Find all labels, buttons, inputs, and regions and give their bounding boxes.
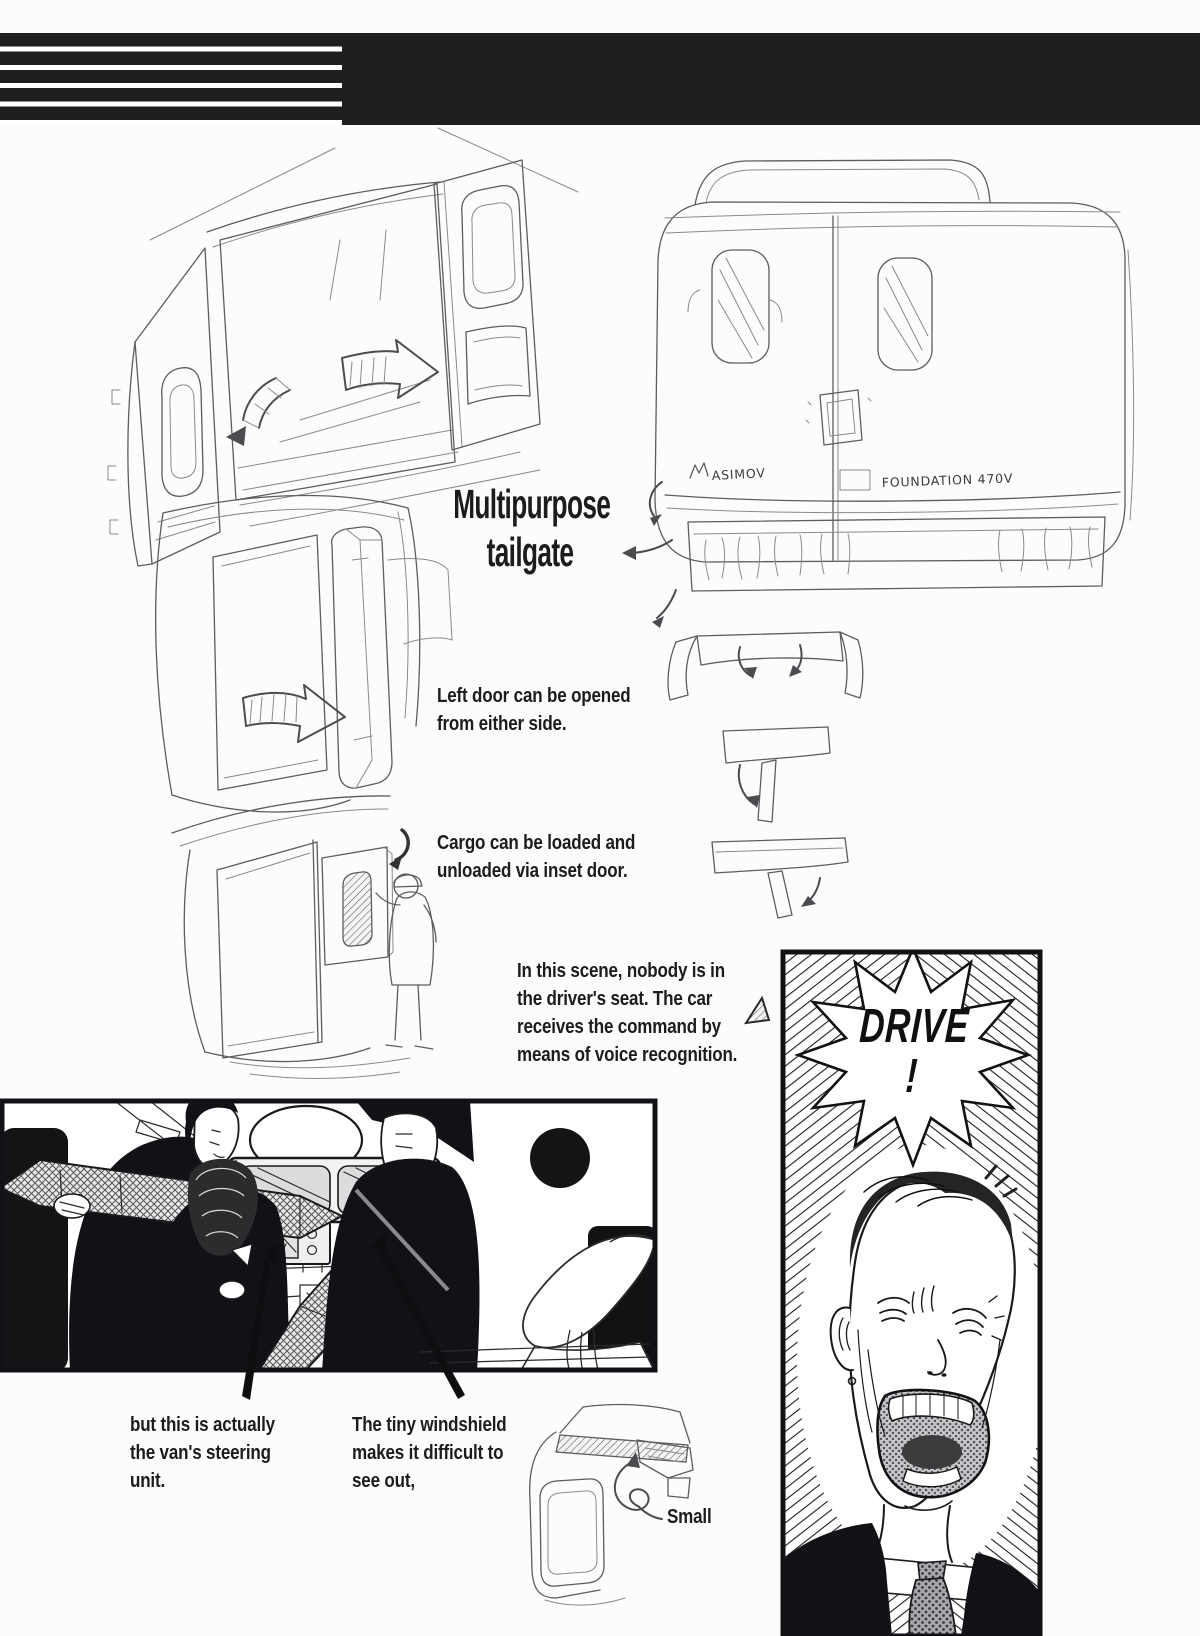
caption-small: Small bbox=[667, 1506, 712, 1528]
open-door-slab bbox=[330, 526, 393, 789]
leader-arrow-windshield bbox=[371, 1232, 387, 1257]
brand-logo-scribble bbox=[689, 462, 709, 479]
sketch-inset-door bbox=[171, 795, 437, 1079]
speech-drive: DRIVE ! bbox=[858, 1000, 971, 1103]
panel-border-left bbox=[0, 1098, 658, 1373]
swing-arrow-right bbox=[341, 339, 439, 399]
earring bbox=[847, 1376, 857, 1386]
sketch-bumper-studies bbox=[667, 631, 864, 919]
brand-text-right: FOUNDATION 470V bbox=[882, 470, 1014, 490]
figure-woman-white bbox=[520, 1128, 655, 1370]
caption-cargo: Cargo can be loaded and unloaded via ins… bbox=[437, 832, 636, 882]
annotation-triangle bbox=[744, 995, 771, 1025]
hair bbox=[849, 1171, 1013, 1268]
sketch-left-door-open bbox=[155, 494, 453, 813]
swing-arrow-left bbox=[226, 377, 291, 446]
inset-door-arrow bbox=[394, 828, 410, 862]
suit-left bbox=[783, 1523, 892, 1636]
suit-right bbox=[961, 1553, 1040, 1636]
caption-steering: but this is actually the van's steering … bbox=[130, 1414, 275, 1492]
leader-arrow-steering bbox=[264, 1242, 282, 1265]
masthead-bar bbox=[0, 33, 1200, 125]
rear-window-left bbox=[711, 249, 770, 364]
caption-scene: In this scene, nobody is in the driver's… bbox=[517, 960, 738, 1066]
leader-line-windshield bbox=[377, 1246, 465, 1399]
panel-van-interior bbox=[0, 1098, 658, 1373]
sketch-rear-view: ASIMOV FOUNDATION 470V bbox=[622, 159, 1135, 628]
panel-drive bbox=[780, 949, 1043, 1636]
inset-door-window bbox=[342, 871, 373, 947]
figure-grim-man bbox=[322, 1101, 480, 1370]
caption-left-door: Left door can be opened from either side… bbox=[437, 685, 631, 735]
tailgate-motion-arrows bbox=[622, 481, 677, 628]
brand-text-left: ASIMOV bbox=[711, 465, 766, 483]
small-arrow bbox=[613, 1452, 663, 1520]
leader-line-steering bbox=[242, 1255, 271, 1400]
leader-lines bbox=[242, 1232, 465, 1400]
screaming-man bbox=[783, 1164, 1040, 1636]
left-eye bbox=[877, 1296, 910, 1322]
door-open-arrow bbox=[242, 684, 346, 743]
sketch-front-view bbox=[529, 1403, 694, 1606]
caption-title: Multipurpose tailgate bbox=[453, 481, 611, 575]
door-window bbox=[461, 184, 524, 310]
tie bbox=[908, 1577, 957, 1636]
tiny-windshield bbox=[555, 1434, 689, 1463]
drive-starburst bbox=[794, 952, 1032, 1169]
masthead-stripes bbox=[0, 33, 342, 125]
person-figure bbox=[375, 873, 437, 1050]
sketch-tailgate-both-doors bbox=[107, 127, 579, 567]
right-eye bbox=[952, 1307, 987, 1336]
caption-windshield: The tiny windshield makes it difficult t… bbox=[352, 1414, 507, 1492]
rear-window-right bbox=[877, 257, 933, 371]
panel-border-right bbox=[780, 949, 1043, 1636]
rear-bumper bbox=[687, 516, 1106, 592]
